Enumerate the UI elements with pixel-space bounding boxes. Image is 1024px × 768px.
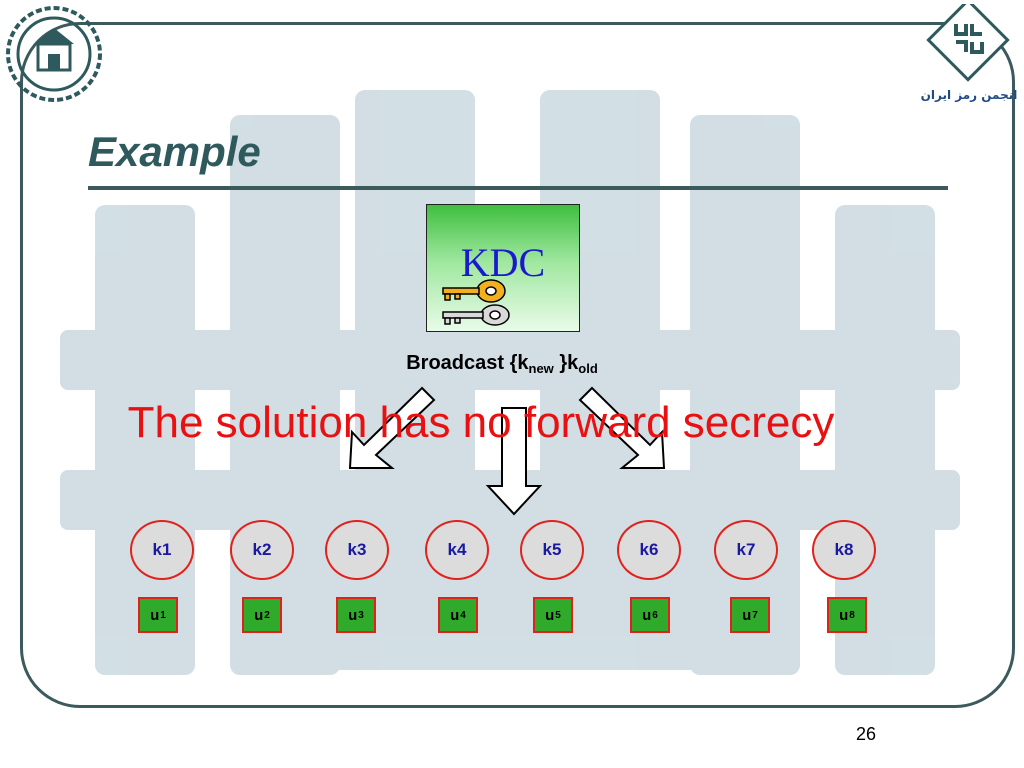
key-node-7: k7: [714, 520, 778, 580]
user-label: u: [150, 606, 160, 624]
user-index: 7: [752, 609, 758, 621]
user-index: 3: [358, 609, 364, 621]
user-index: 5: [555, 609, 561, 621]
broadcast-middle: }k: [553, 352, 579, 374]
user-label: u: [642, 606, 652, 624]
keys-icon: [442, 279, 510, 326]
user-label: u: [839, 606, 849, 624]
arrow-down: [485, 407, 543, 516]
user-label: u: [348, 606, 358, 624]
title-underline: [88, 186, 948, 190]
university-seal-icon: [6, 6, 102, 102]
society-logo-icon: [926, 0, 1010, 82]
broadcast-prefix: Broadcast {k: [406, 352, 529, 374]
key-node-8: k8: [812, 520, 876, 580]
user-label: u: [254, 606, 264, 624]
user-index: 4: [460, 609, 466, 621]
arrow-down-right: [578, 386, 666, 469]
user-index: 8: [849, 609, 855, 621]
kdc-label: KDC: [460, 240, 546, 285]
forward-secrecy-statement: The solution has no forward secrecy: [127, 398, 835, 447]
key-node-5: k5: [520, 520, 584, 580]
kdc-box: KDC: [426, 204, 580, 332]
society-logo-caption: انجمن رمز ایران: [920, 88, 1018, 102]
slide-frame: [20, 22, 1015, 708]
broadcast-label: Broadcast {knew }kold: [0, 352, 1004, 376]
user-label: u: [545, 606, 555, 624]
page-number: 26: [855, 724, 876, 744]
user-index: 1: [160, 609, 166, 621]
arrow-down-left: [348, 386, 436, 469]
user-index: 6: [652, 609, 658, 621]
key-node-1: k1: [130, 520, 194, 580]
broadcast-sub-old: old: [578, 361, 598, 376]
broadcast-sub-new: new: [528, 361, 554, 376]
key-node-4: k4: [425, 520, 489, 580]
key-node-3: k3: [325, 520, 389, 580]
user-index: 2: [264, 609, 270, 621]
user-label: u: [450, 606, 460, 624]
slide-title: Example: [88, 128, 261, 175]
society-logo: انجمن رمز ایران: [918, 0, 1020, 120]
user-label: u: [742, 606, 752, 624]
key-node-6: k6: [617, 520, 681, 580]
key-node-2: k2: [230, 520, 294, 580]
